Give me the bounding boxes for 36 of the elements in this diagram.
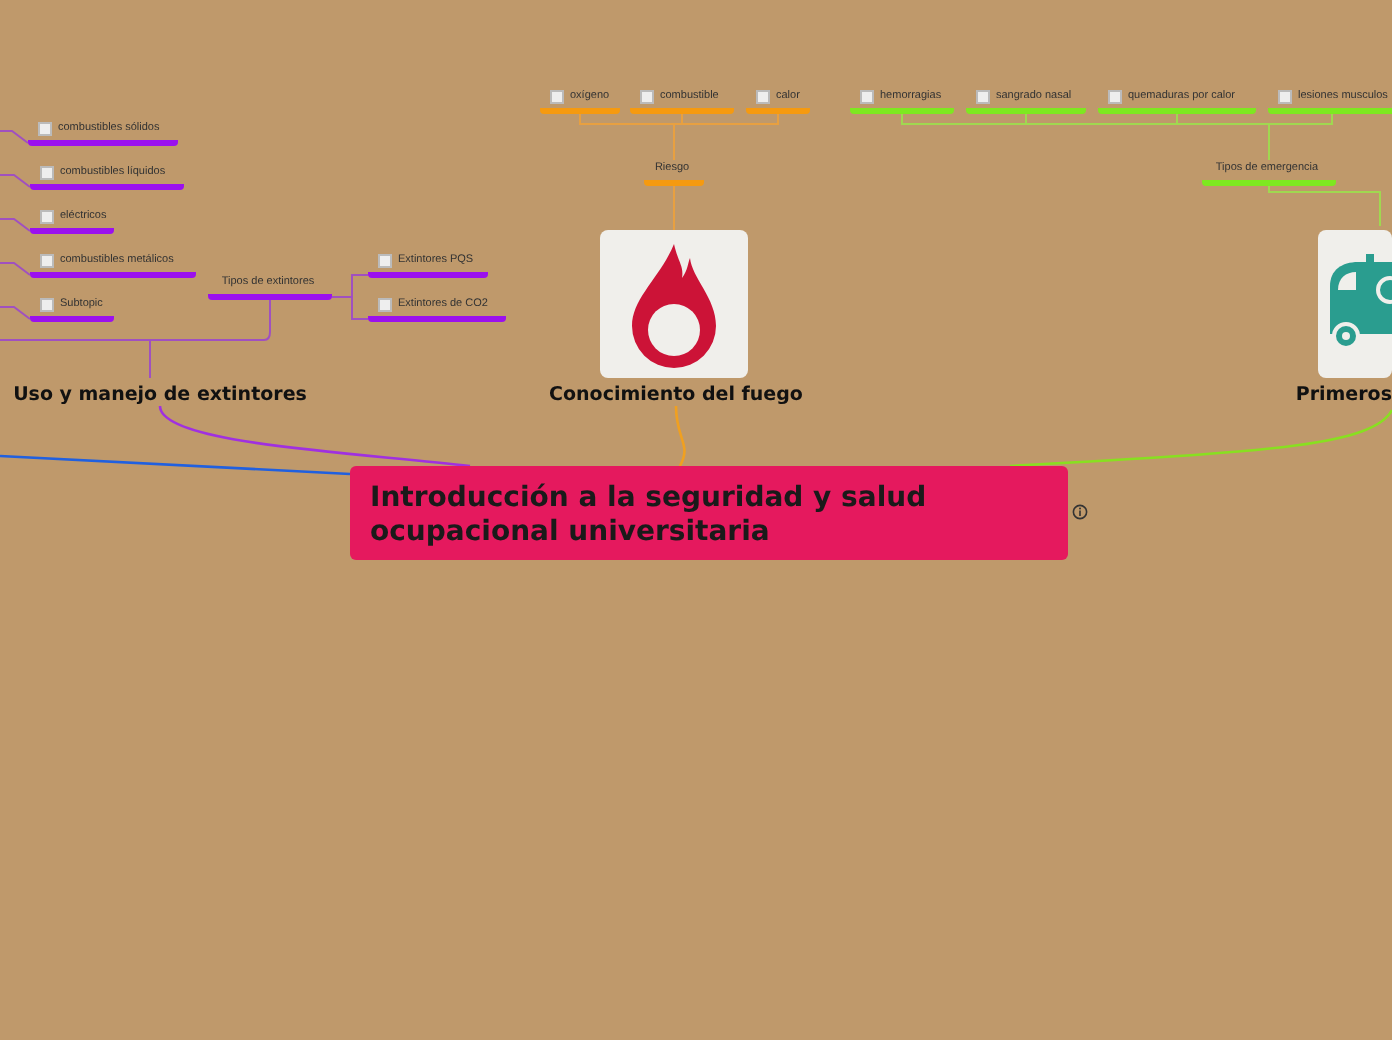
topic-item — [30, 208, 115, 234]
connector-line — [674, 405, 686, 467]
topic-item — [966, 88, 1086, 114]
topic-item — [28, 120, 178, 146]
topic-heading: Uso y manejo de extintores — [11, 384, 309, 406]
topic-item — [1202, 160, 1336, 186]
topic-item — [368, 296, 506, 322]
topic-heading: Conocimiento del fuego — [547, 384, 805, 406]
topic-item — [1268, 88, 1392, 114]
topic-item — [208, 274, 332, 300]
connector-line — [673, 113, 779, 161]
topic-item — [644, 160, 704, 186]
topic-item — [30, 164, 184, 190]
connector-line — [0, 130, 29, 144]
connector-line — [0, 174, 31, 188]
connector-line — [1009, 409, 1392, 468]
topic-item — [746, 88, 810, 114]
topic-item — [30, 296, 114, 322]
topic-item — [1098, 88, 1256, 114]
connector-line — [0, 306, 31, 320]
connector-line — [331, 296, 369, 320]
connector-line — [0, 218, 31, 232]
connector-line — [1268, 113, 1333, 161]
connector-line — [0, 299, 271, 379]
connector-line — [673, 185, 675, 231]
connector-line — [0, 454, 351, 476]
topic-heading: Primeros — [1293, 384, 1392, 406]
central-topic-box: Introducción a la seguridad y salud ocupacional universitaria — [350, 466, 1068, 560]
topic-item — [30, 252, 196, 278]
connector-line — [1268, 185, 1381, 227]
connector-line — [0, 262, 31, 276]
topic-item — [850, 88, 954, 114]
topic-item — [368, 252, 488, 278]
topic-item — [540, 88, 620, 114]
topic-item — [630, 88, 734, 114]
connector-line — [158, 405, 471, 468]
